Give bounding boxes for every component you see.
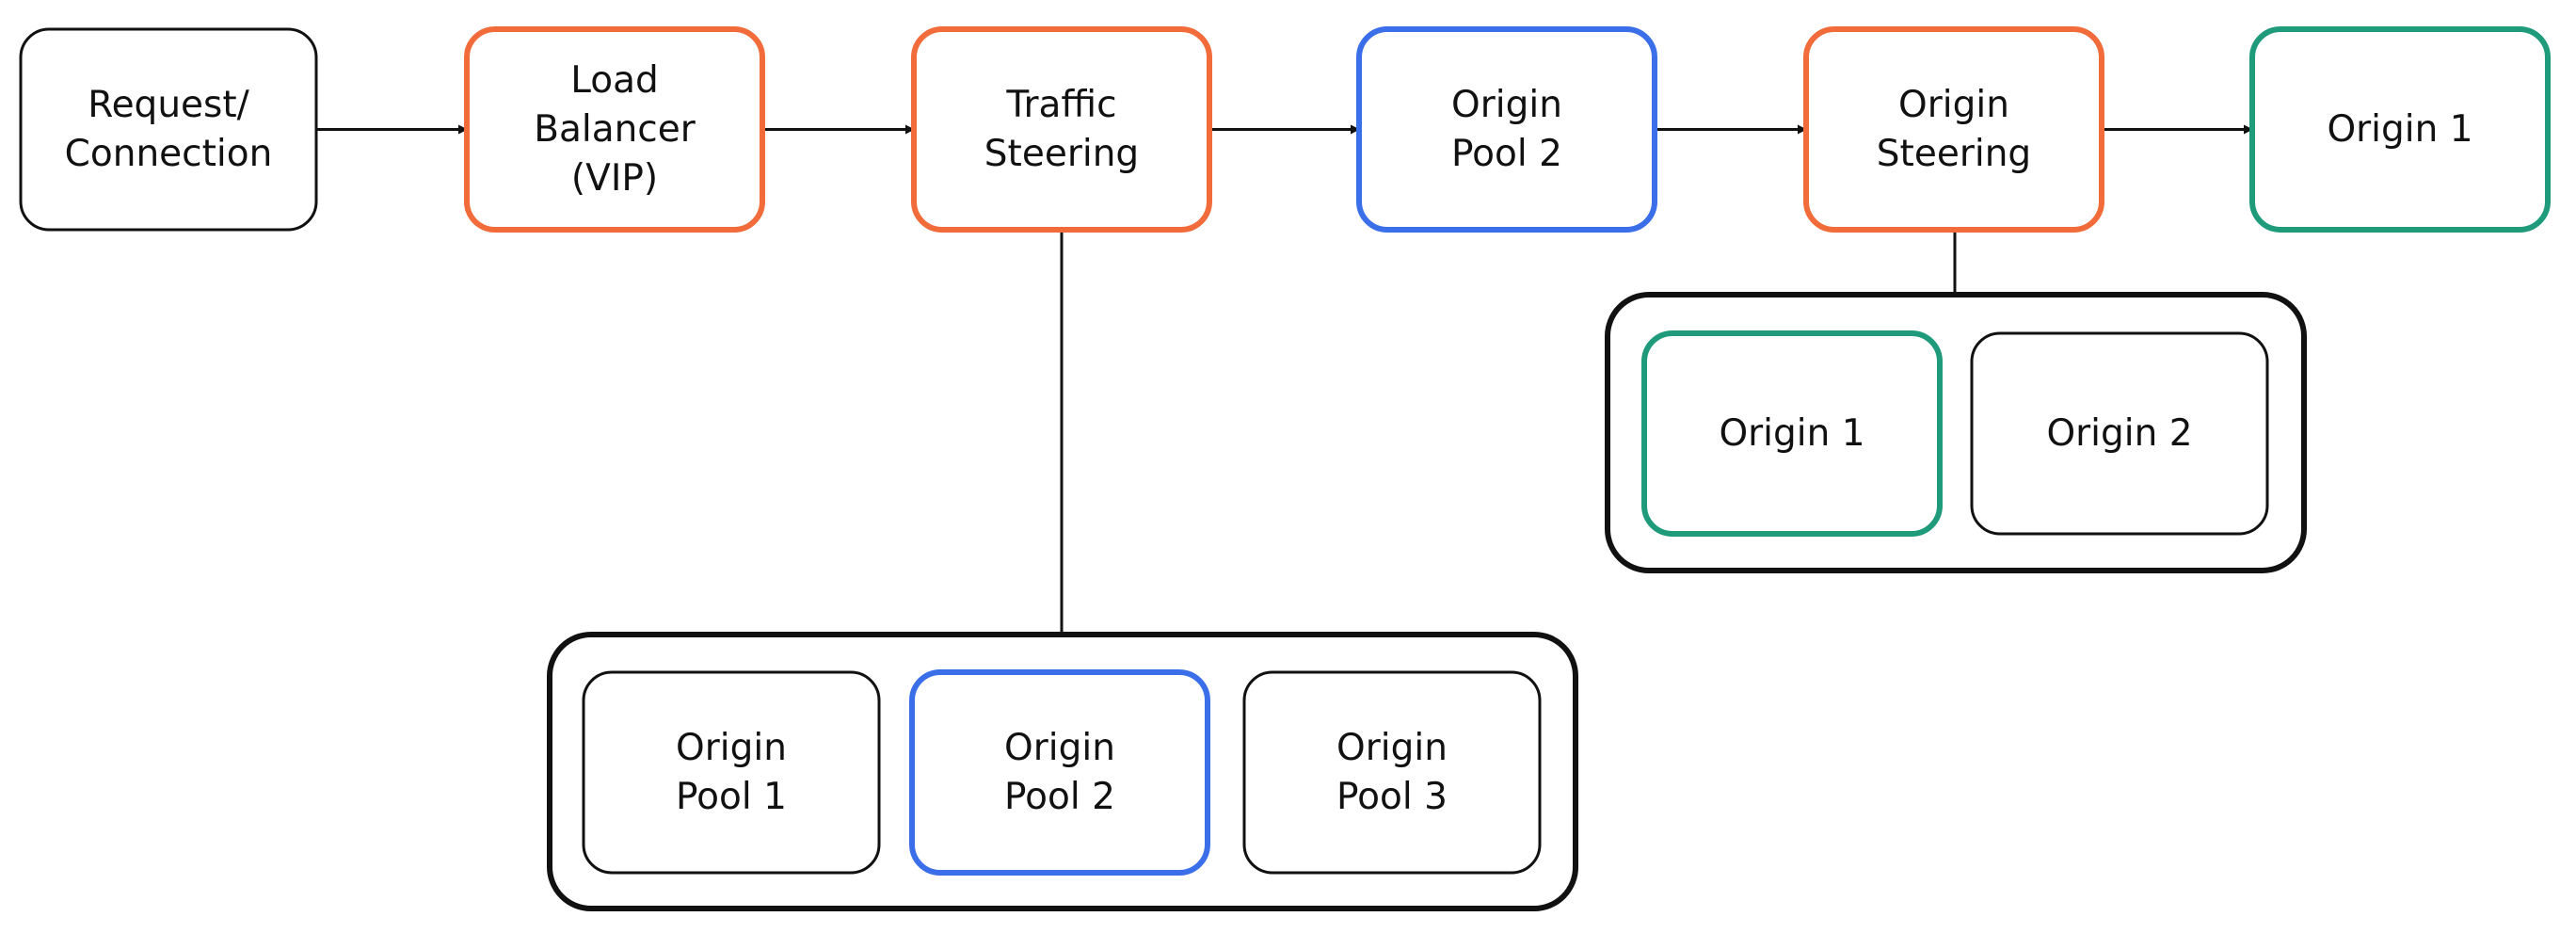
- node-box: [1242, 670, 1542, 875]
- node-label: Load: [570, 59, 659, 102]
- node-box: [1356, 26, 1657, 233]
- node-box: [909, 669, 1210, 876]
- node-label: Request/: [88, 84, 249, 126]
- node-box: [2249, 26, 2551, 233]
- node-box: [19, 27, 318, 232]
- node-box: [582, 670, 881, 875]
- node-label: Pool 1: [676, 776, 787, 818]
- node-label: Origin 1: [1719, 412, 1864, 455]
- node-label: Origin: [1451, 84, 1562, 126]
- node-origin-1: Origin 1: [1641, 330, 1943, 537]
- node-label: Origin: [1898, 84, 2009, 126]
- node-label: Traffic: [1005, 84, 1116, 126]
- node-box: [464, 26, 765, 233]
- node-label: Connection: [65, 133, 273, 175]
- node-box: [1970, 331, 2269, 536]
- node-request: Request/Connection: [19, 27, 318, 232]
- node-label: Pool 2: [1004, 776, 1115, 818]
- node-origin-2: Origin 2: [1970, 331, 2269, 536]
- node-label: Pool 2: [1451, 133, 1562, 175]
- node-label: Origin: [1004, 727, 1115, 769]
- node-box: [911, 26, 1212, 233]
- node-origin-1-selected: Origin 1: [2249, 26, 2551, 233]
- node-label: Balancer: [534, 108, 696, 151]
- node-label: Pool 3: [1336, 776, 1448, 818]
- node-label: Steering: [984, 133, 1139, 175]
- node-label: Origin: [1336, 727, 1448, 769]
- node-box: [1803, 26, 2104, 233]
- node-box: [1641, 330, 1943, 537]
- node-label: Origin 1: [2327, 108, 2472, 151]
- node-label: Origin: [676, 727, 787, 769]
- node-label: Origin 2: [2046, 412, 2192, 455]
- node-label: Steering: [1877, 133, 2031, 175]
- node-label: (VIP): [571, 157, 658, 200]
